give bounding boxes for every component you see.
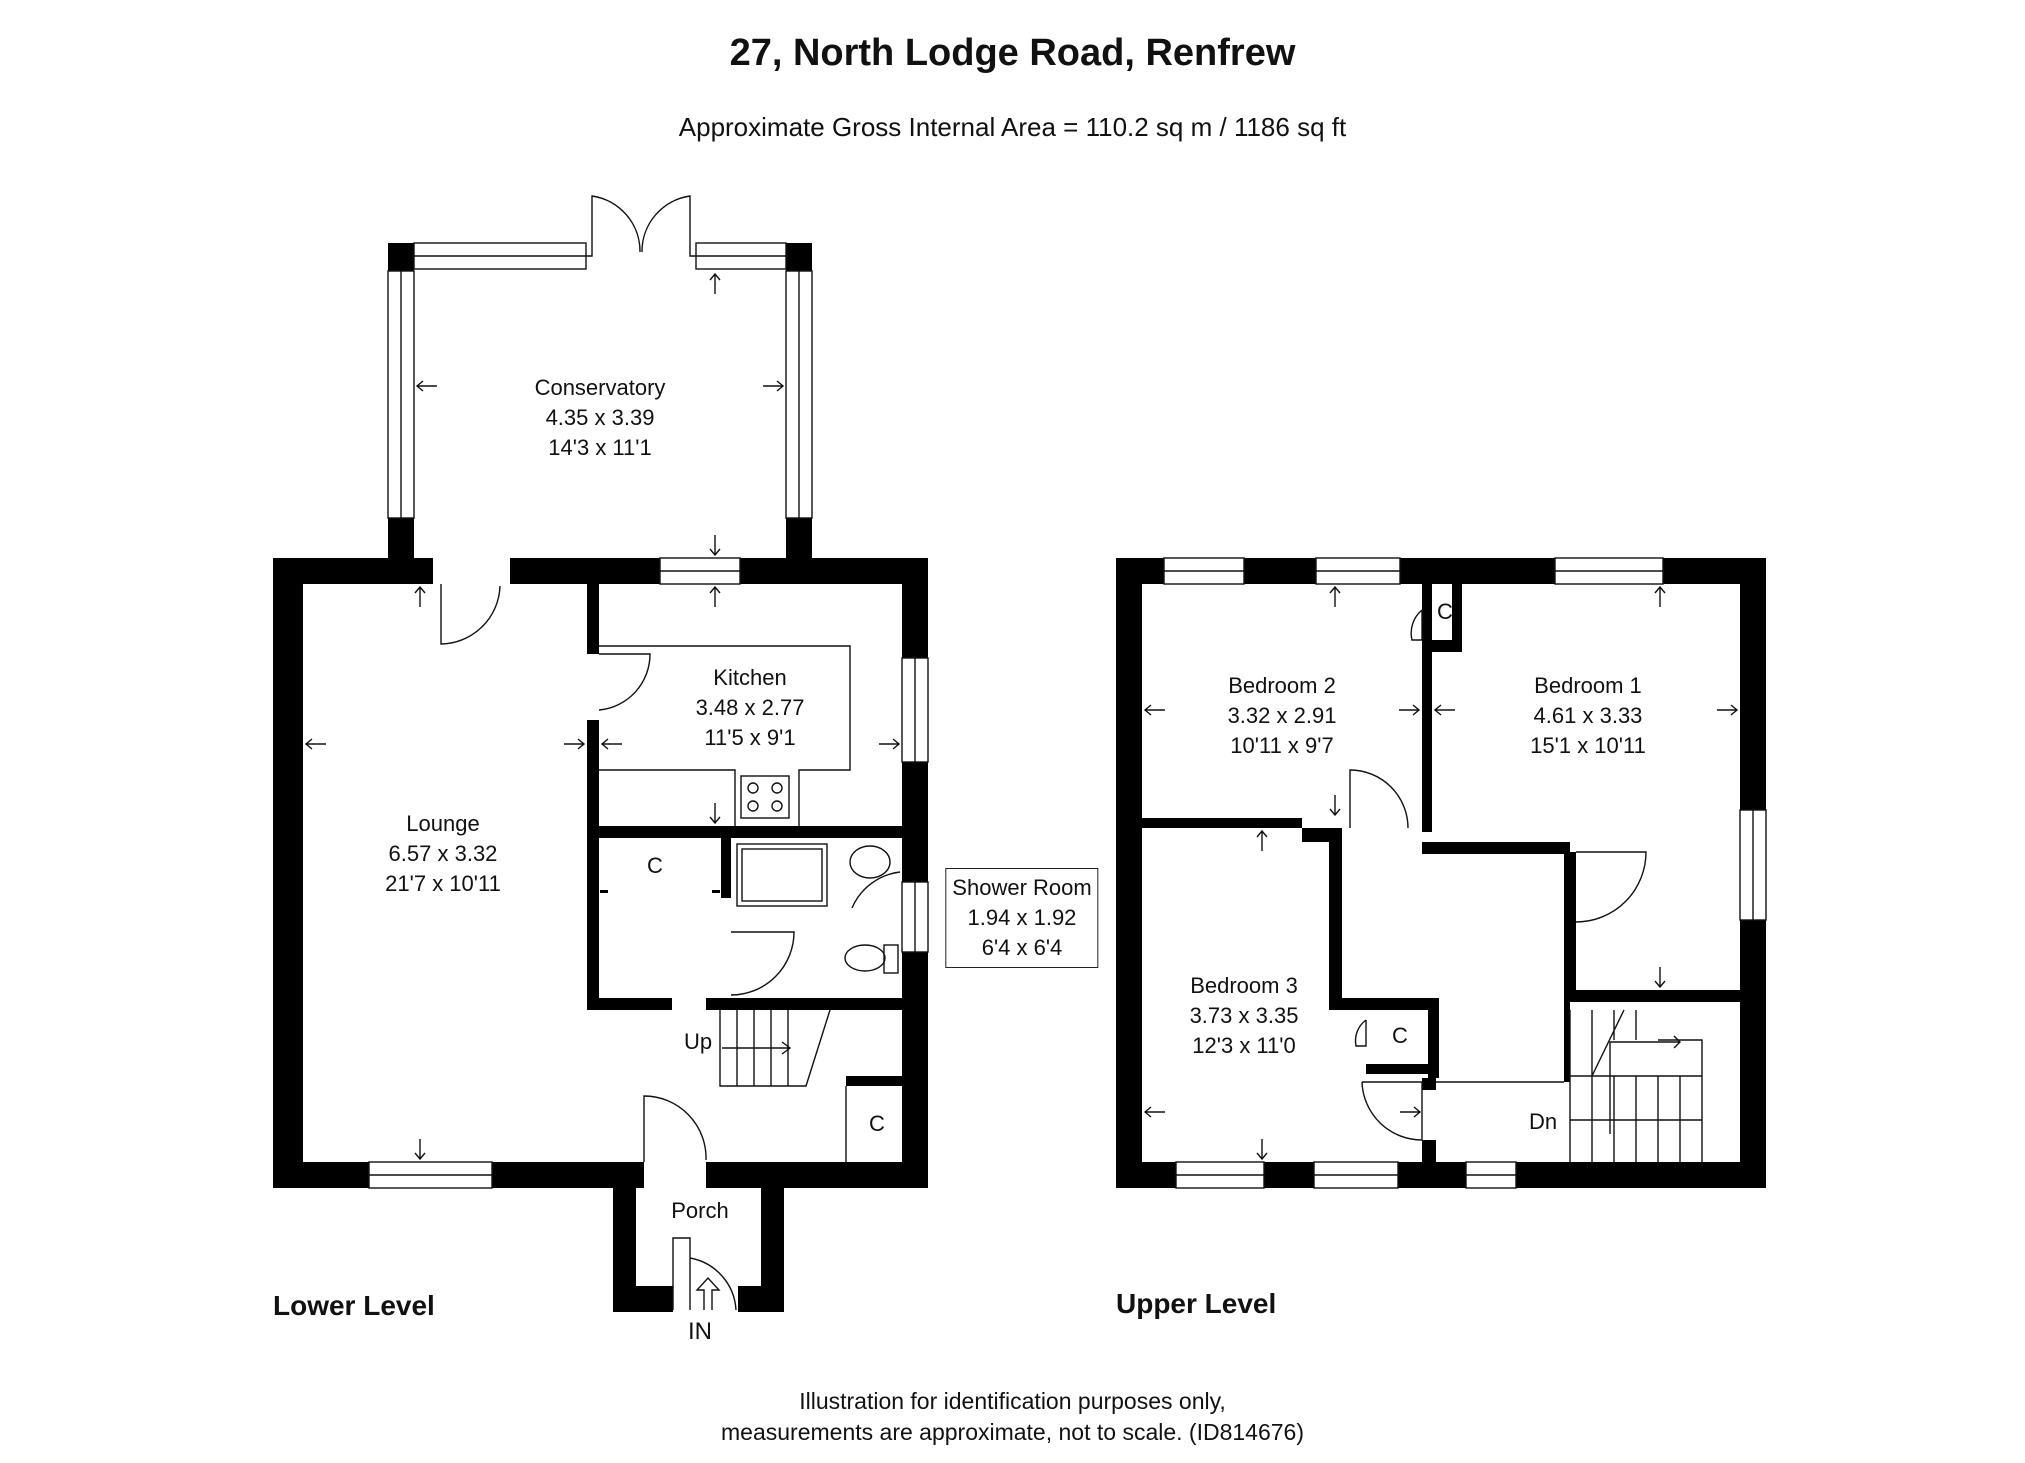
room-label-bedroom-3: Bedroom 3 3.73 x 3.35 12'3 x 11'0 xyxy=(1190,971,1299,1061)
room-imperial: 21'7 x 10'11 xyxy=(385,871,501,896)
room-metric: 3.73 x 3.35 xyxy=(1189,1003,1299,1028)
room-label-bedroom-1: Bedroom 1 4.61 x 3.33 15'1 x 10'11 xyxy=(1530,671,1646,761)
room-imperial: 11'5 x 9'1 xyxy=(704,725,796,750)
room-metric: 6.57 x 3.32 xyxy=(388,841,498,866)
cupboard-label: C xyxy=(1392,1023,1408,1048)
stairs-down-label: Dn xyxy=(1528,1109,1558,1134)
room-name: Lounge xyxy=(406,811,480,836)
room-name: Bedroom 3 xyxy=(1190,973,1298,998)
room-metric: 3.32 x 2.91 xyxy=(1227,703,1337,728)
upper-level-plan xyxy=(1116,557,1767,1189)
room-imperial: 12'3 x 11'0 xyxy=(1192,1033,1296,1058)
cupboard-label: C xyxy=(869,1111,885,1136)
room-metric: 3.48 x 2.77 xyxy=(695,695,805,720)
room-name: Kitchen xyxy=(713,665,787,690)
room-name: Shower Room xyxy=(952,875,1092,900)
page-title: 27, North Lodge Road, Renfrew xyxy=(729,32,1296,74)
upper-level-label: Upper Level xyxy=(1116,1288,1277,1319)
room-metric: 4.35 x 3.39 xyxy=(545,405,655,430)
room-label-bedroom-2: Bedroom 2 3.32 x 2.91 10'11 x 9'7 xyxy=(1228,671,1337,761)
room-label-conservatory: Conservatory 4.35 x 3.39 14'3 x 11'1 xyxy=(535,373,666,463)
room-name: Bedroom 2 xyxy=(1228,673,1336,698)
cupboard-label: C xyxy=(1437,599,1453,624)
room-label-lounge: Lounge 6.57 x 3.32 21'7 x 10'11 xyxy=(385,809,501,899)
room-imperial: 14'3 x 11'1 xyxy=(548,435,652,460)
room-name: Bedroom 1 xyxy=(1534,673,1642,698)
room-name: Conservatory xyxy=(534,375,666,400)
room-imperial: 10'11 x 9'7 xyxy=(1230,733,1334,758)
entrance-label: IN xyxy=(688,1318,712,1345)
room-metric: 1.94 x 1.92 xyxy=(967,905,1077,930)
room-label-kitchen: Kitchen 3.48 x 2.77 11'5 x 9'1 xyxy=(696,663,805,753)
lower-level-plan xyxy=(273,195,929,1312)
gross-area-subtitle: Approximate Gross Internal Area = 110.2 … xyxy=(678,112,1347,142)
room-imperial: 15'1 x 10'11 xyxy=(1530,733,1646,758)
stairs-up-label: Up xyxy=(683,1029,713,1054)
lower-level-label: Lower Level xyxy=(273,1290,435,1321)
room-metric: 4.61 x 3.33 xyxy=(1533,703,1643,728)
disclaimer-line-2: measurements are approximate, not to sca… xyxy=(721,1419,1304,1445)
room-imperial: 6'4 x 6'4 xyxy=(981,935,1063,960)
room-label-porch: Porch xyxy=(671,1198,729,1223)
disclaimer-footer: Illustration for identification purposes… xyxy=(0,1386,2025,1448)
room-label-shower-room: Shower Room 1.94 x 1.92 6'4 x 6'4 xyxy=(945,868,1099,968)
cupboard-label: C xyxy=(647,853,663,878)
disclaimer-line-1: Illustration for identification purposes… xyxy=(799,1388,1226,1414)
